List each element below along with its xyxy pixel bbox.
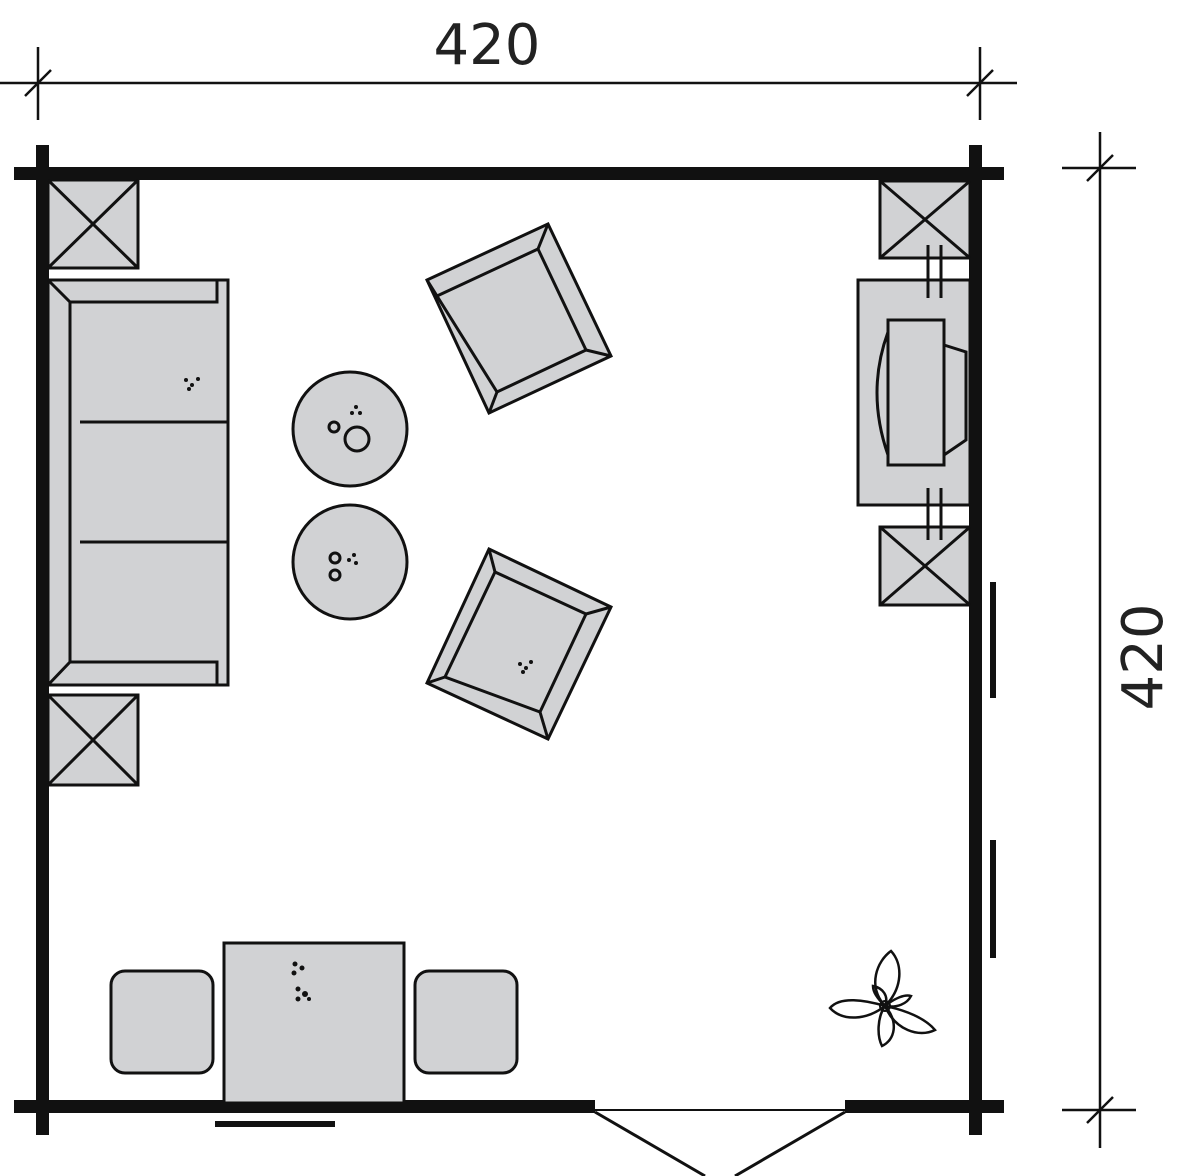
armchair-icon [425, 546, 614, 741]
tv-cabinet-icon [856, 245, 972, 540]
round-table-icon [291, 370, 409, 488]
dining-table-icon [222, 941, 406, 1105]
door [594, 1109, 846, 1176]
depth-label: 420 [1111, 604, 1176, 711]
walls [14, 145, 1004, 1135]
posts [46, 178, 972, 787]
depth-dimension: 420 [1062, 132, 1176, 1148]
post-icon [46, 693, 140, 787]
windows [215, 582, 996, 1127]
post-icon [878, 525, 972, 607]
sofa-icon [46, 278, 230, 687]
post-icon [878, 179, 972, 260]
post-icon [46, 178, 140, 270]
chair-icon [109, 969, 215, 1075]
armchair-icon [425, 222, 614, 415]
width-label: 420 [434, 13, 541, 78]
dining-set [109, 941, 519, 1105]
round-table-icon [291, 503, 409, 621]
chair-icon [413, 969, 519, 1075]
plant-icon [828, 949, 937, 1048]
width-dimension: 420 [0, 13, 1017, 120]
